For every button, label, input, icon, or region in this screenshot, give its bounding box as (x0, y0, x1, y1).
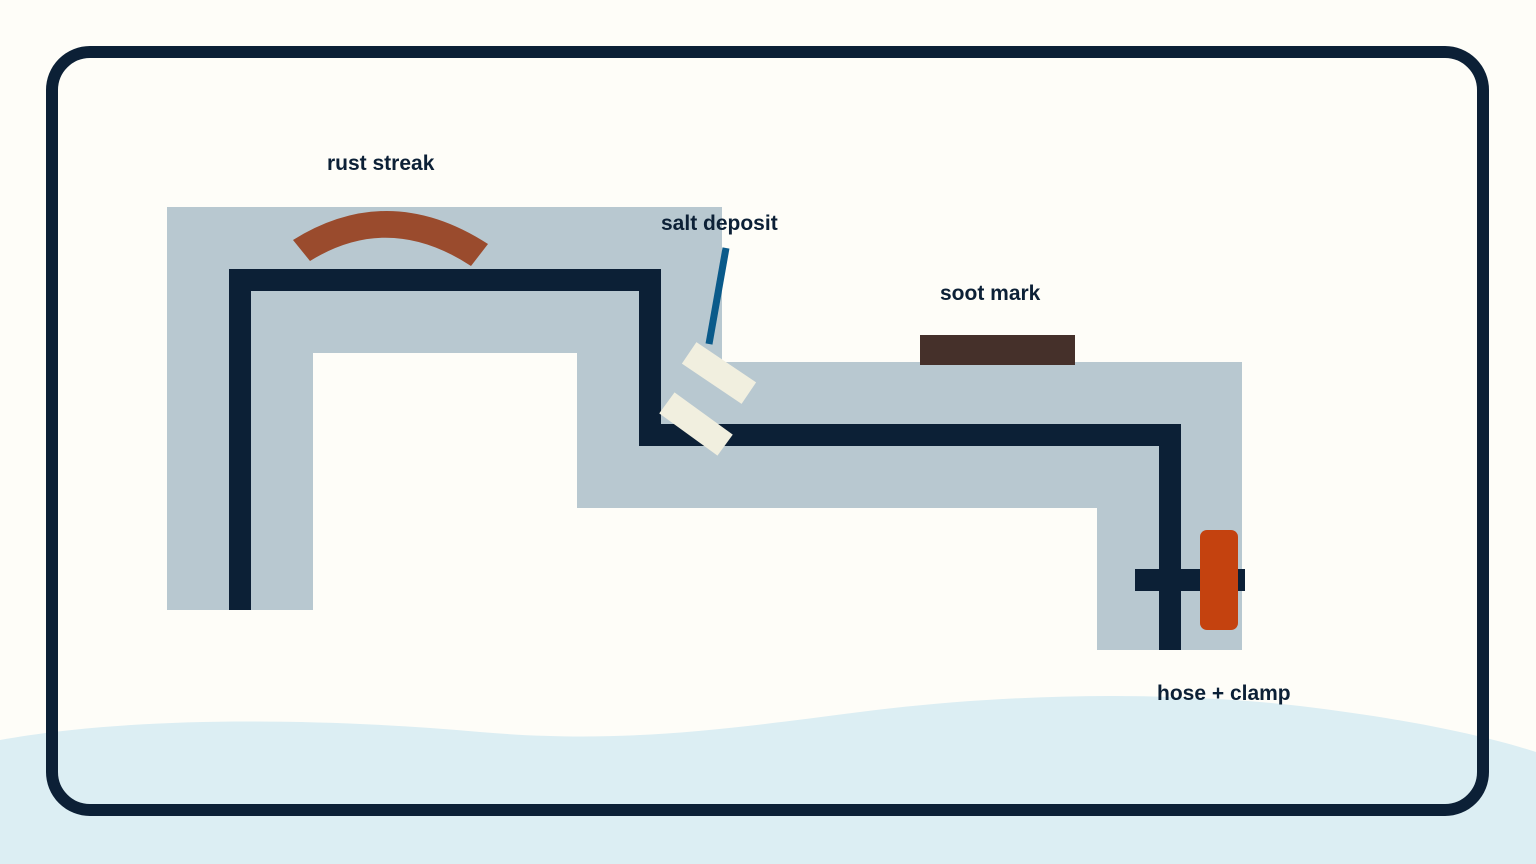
pipe-line (229, 269, 1181, 650)
soot-mark-icon (920, 335, 1075, 365)
hose-clamp-label: hose + clamp (1157, 682, 1291, 705)
salt-deposit-icon (659, 247, 757, 456)
rust-streak-icon (293, 210, 488, 266)
rust-streak-label: rust streak (327, 152, 435, 175)
hose-clamp-icon (1135, 530, 1245, 630)
salt-deposit-label: salt deposit (661, 212, 778, 235)
soot-mark-label: soot mark (940, 282, 1041, 305)
water-wave (0, 695, 1536, 864)
frame-border (46, 46, 1489, 816)
